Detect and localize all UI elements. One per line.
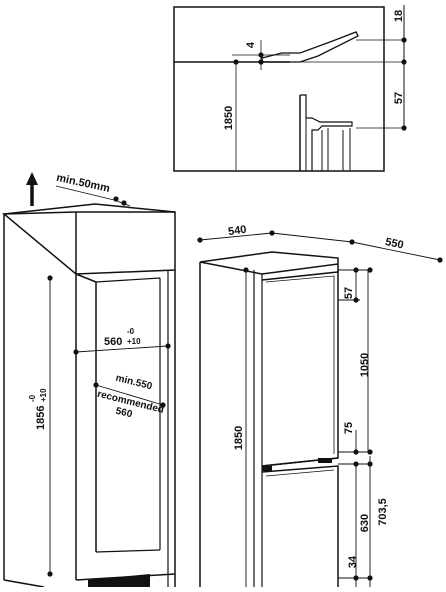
appliance-dots: [197, 230, 443, 581]
detail-dim-top: 18: [393, 10, 405, 22]
appliance-depth-label: 550: [384, 236, 404, 252]
appliance-height-label: 1850: [233, 426, 245, 450]
appliance-width-label: 540: [227, 224, 247, 238]
niche-dots: [47, 196, 171, 577]
niche-dims: [49, 278, 169, 574]
niche-height-sub: +10: [39, 388, 48, 402]
niche-width-sub: +10: [127, 337, 141, 346]
niche-airflow-label: min.50mm: [55, 172, 111, 195]
appliance-body: [199, 251, 339, 587]
appliance-dim-75: 75: [343, 422, 355, 434]
niche-width-sup: -0: [127, 327, 135, 336]
detail-dim-gap: 4: [245, 41, 257, 48]
niche-cabinet: [1, 185, 176, 588]
niche-height-sup: -0: [28, 394, 37, 402]
appliance-dim-703: 703,5: [377, 498, 389, 526]
detail-dim-right: 57: [393, 92, 405, 104]
appliance-dim-57: 57: [343, 287, 355, 299]
appliance-dim-630: 630: [359, 514, 371, 532]
appliance-dim-1050: 1050: [359, 353, 371, 377]
detail-frame: [173, 6, 385, 172]
bracket-shape: [261, 31, 359, 63]
appliance-dims: [199, 232, 441, 587]
niche-width-main: 560: [104, 336, 122, 348]
detail-dim-height: 1850: [223, 106, 235, 130]
airflow-arrow: [26, 172, 38, 206]
niche-depth-min: min.550: [114, 373, 153, 393]
detail-dots: [233, 37, 407, 131]
niche-depth-rec-value: 560: [114, 406, 133, 421]
appliance-dim-34: 34: [347, 555, 359, 568]
niche-height-main: 1856: [35, 406, 47, 430]
detail-panel: [173, 5, 405, 172]
